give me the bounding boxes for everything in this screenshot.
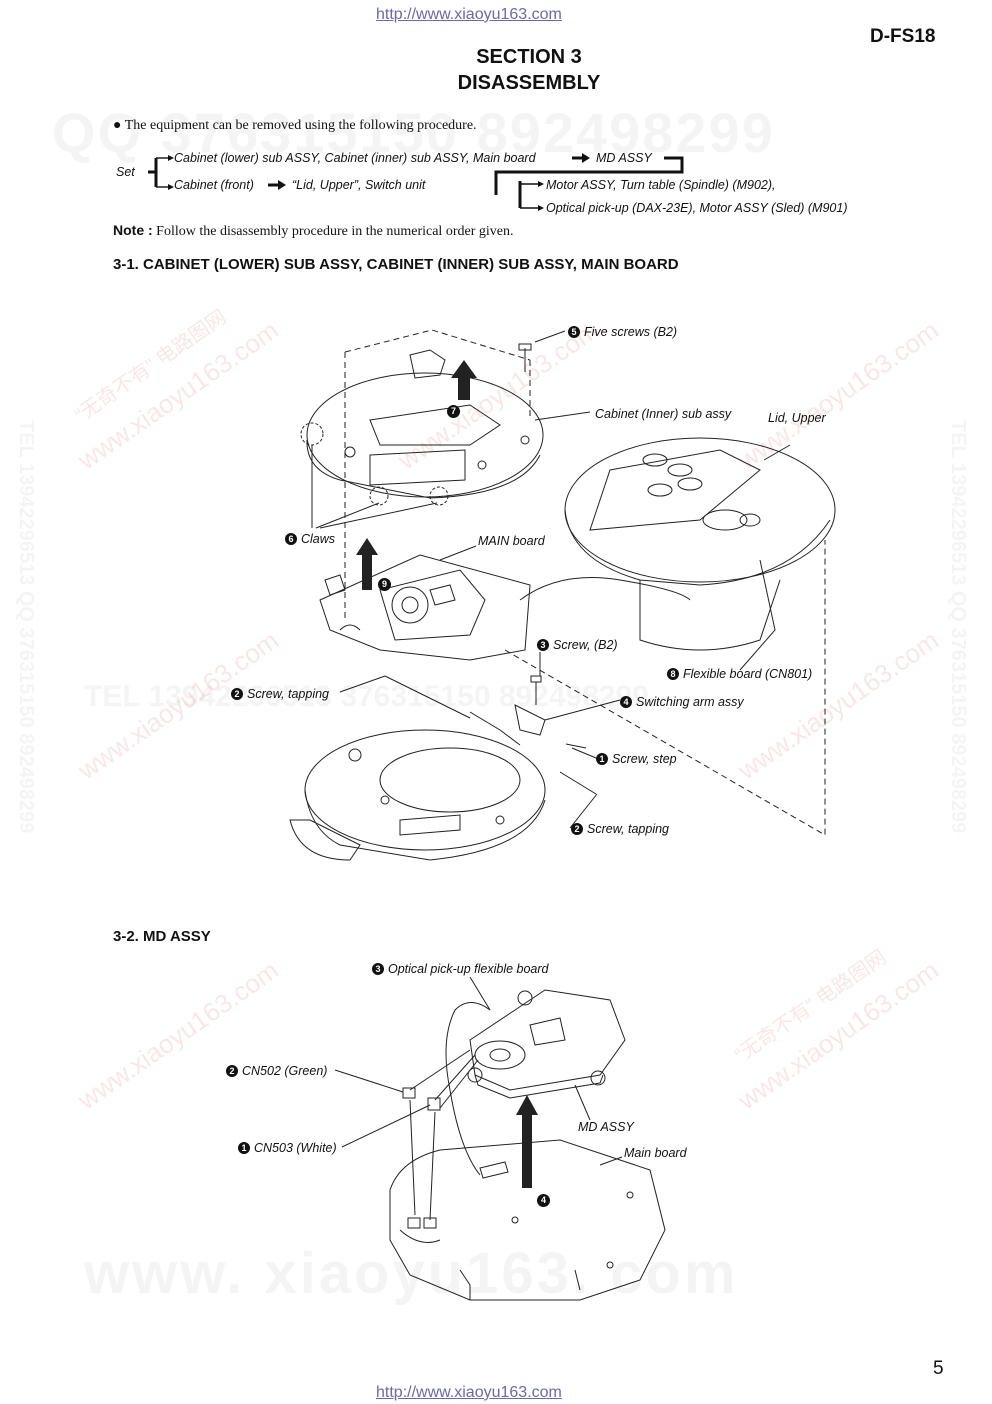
label-five-screws-text: Five screws (B2) <box>584 325 678 339</box>
step-2-badge-left: 2 <box>231 688 243 700</box>
intro-bullet-text: The equipment can be removed using the f… <box>124 118 477 133</box>
label-screw-step: 1 Screw, step <box>596 752 677 766</box>
model-number: D-FS18 <box>870 26 936 47</box>
label-five-screws: 5 Five screws (B2) <box>568 325 677 339</box>
page-number: 5 <box>933 1358 944 1379</box>
page-title: DISASSEMBLY <box>457 72 601 94</box>
note: Note : Follow the disassembly procedure … <box>113 222 513 240</box>
label-cn502-text: CN502 (Green) <box>242 1064 328 1078</box>
label-screw-tapping-right-text: Screw, tapping <box>587 822 669 836</box>
label-claws-text: Claws <box>301 532 336 546</box>
note-label: Note : <box>113 222 153 238</box>
label-switching-arm: 4 Switching arm assy <box>620 695 744 709</box>
step-4-badge: 4 <box>620 696 632 708</box>
flow-row1-b: MD ASSY <box>596 151 652 165</box>
label-screw-b2-text: Screw, (B2) <box>553 638 618 652</box>
flow-set-label: Set <box>116 165 135 179</box>
section-number: SECTION 3 <box>476 46 582 68</box>
label-optical-flex-text: Optical pick-up flexible board <box>388 962 549 976</box>
label-flexible-board-text: Flexible board (CN801) <box>683 667 813 681</box>
step-9-marker: 9 <box>378 575 395 593</box>
step-8-badge: 8 <box>667 668 679 680</box>
flow-connectors <box>148 153 684 211</box>
label-screw-tapping-left-text: Screw, tapping <box>247 687 329 701</box>
step-3-badge-b: 3 <box>372 963 384 975</box>
url-top[interactable]: http://www.xiaoyu163.com <box>376 6 562 23</box>
label-screw-step-text: Screw, step <box>612 752 677 766</box>
intro-bullet: ● The equipment can be removed using the… <box>113 118 477 134</box>
label-optical-flex: 3 Optical pick-up flexible board <box>372 962 549 976</box>
step-3-badge: 3 <box>537 639 549 651</box>
label-flexible-board: 8 Flexible board (CN801) <box>667 667 812 681</box>
watermark-vertical-right: TEL 13942296513 QQ 376315150 892498299 <box>946 420 969 980</box>
step-4-badge-b: 4 <box>537 1194 550 1207</box>
flow-row2-a: Cabinet (front) <box>174 178 254 192</box>
watermark-vertical-left: TEL 13942296513 QQ 376315150 892498299 <box>14 420 37 980</box>
label-screw-tapping-left: 2 Screw, tapping <box>231 687 329 701</box>
flow-row3: Motor ASSY, Turn table (Spindle) (M902), <box>546 178 776 192</box>
label-switching-arm-text: Switching arm assy <box>636 695 744 709</box>
step-9-badge: 9 <box>378 578 391 591</box>
note-text: Follow the disassembly procedure in the … <box>156 224 514 239</box>
label-main-board-b: Main board <box>624 1146 687 1160</box>
flow-row4: Optical pick-up (DAX-23E), Motor ASSY (S… <box>546 201 848 215</box>
flow-row1-a: Cabinet (lower) sub ASSY, Cabinet (inner… <box>174 151 536 165</box>
watermark-tel: TEL 13942296513 376315150 892498299 <box>84 680 649 714</box>
label-screw-b2: 3 Screw, (B2) <box>537 638 618 652</box>
label-cabinet-inner: Cabinet (Inner) sub assy <box>595 407 732 421</box>
watermark-qq: QQ 376315150 892498299 <box>52 100 775 165</box>
label-cn503: 1 CN503 (White) <box>238 1141 337 1155</box>
flow-row2-b: “Lid, Upper”, Switch unit <box>292 178 426 192</box>
url-bottom[interactable]: http://www.xiaoyu163.com <box>376 1384 562 1401</box>
step-2-badge-right: 2 <box>571 823 583 835</box>
step-1-badge: 1 <box>596 753 608 765</box>
step-1-badge-b: 1 <box>238 1142 250 1154</box>
label-cn503-text: CN503 (White) <box>254 1141 337 1155</box>
label-lid-upper: Lid, Upper <box>768 411 826 425</box>
section-3-2-heading: 3-2. MD ASSY <box>113 928 211 945</box>
label-claws: 6 Claws <box>285 532 335 546</box>
step-7-marker: 7 <box>447 402 464 420</box>
step-4-marker-b: 4 <box>537 1191 554 1209</box>
step-6-badge: 6 <box>285 533 297 545</box>
bullet-dot: ● <box>113 118 122 133</box>
label-screw-tapping-right: 2 Screw, tapping <box>571 822 669 836</box>
label-md-assy: MD ASSY <box>578 1120 634 1134</box>
label-main-board: MAIN board <box>478 534 545 548</box>
label-cn502: 2 CN502 (Green) <box>226 1064 327 1078</box>
step-2-badge-b: 2 <box>226 1065 238 1077</box>
step-7-badge: 7 <box>447 405 460 418</box>
section-3-1-heading: 3-1. CABINET (LOWER) SUB ASSY, CABINET (… <box>113 256 679 273</box>
step-5-badge: 5 <box>568 326 580 338</box>
